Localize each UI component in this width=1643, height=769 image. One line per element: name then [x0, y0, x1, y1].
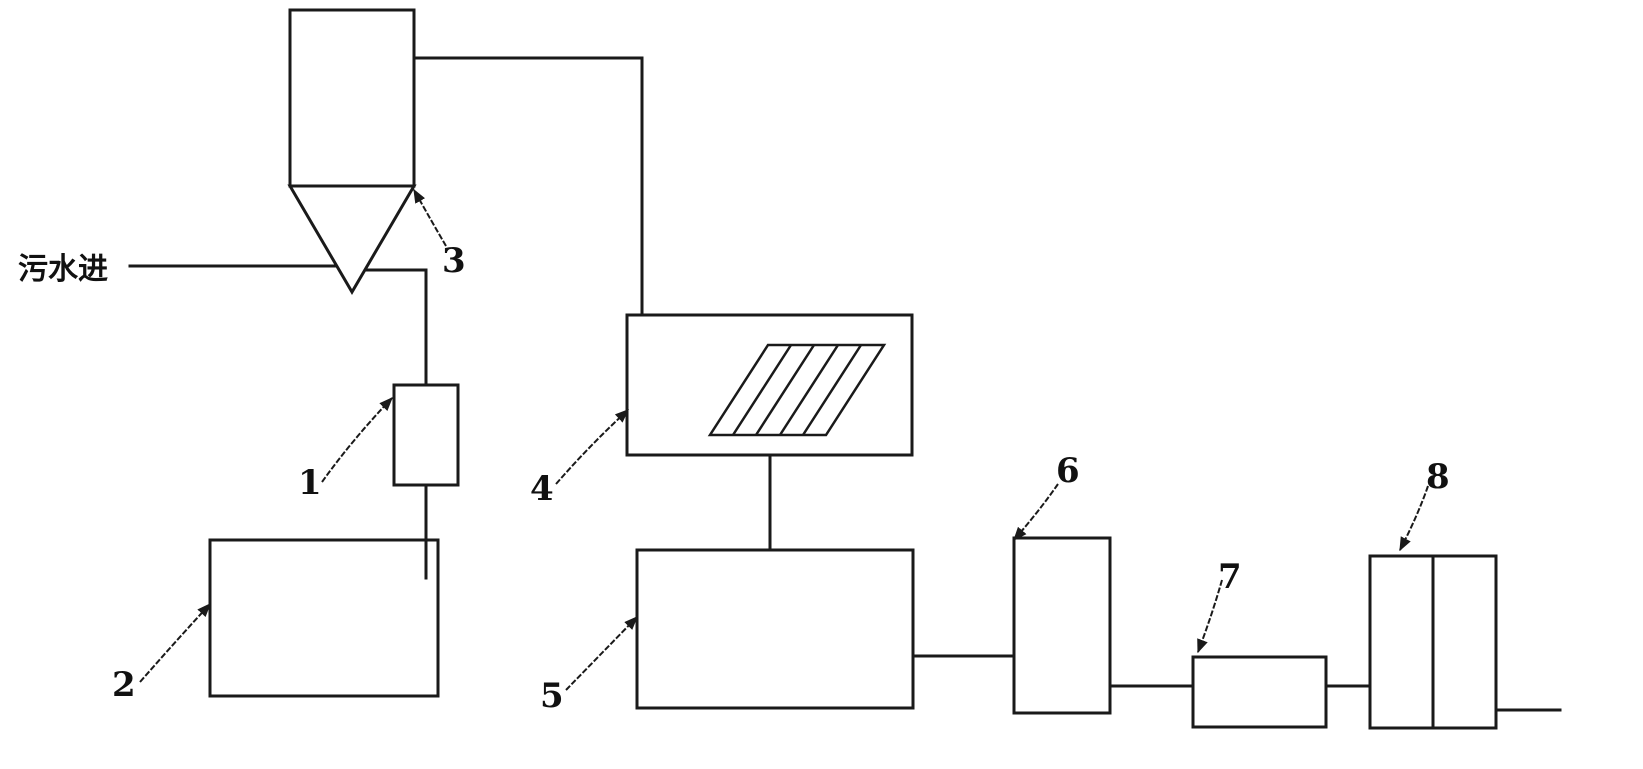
label-6: 6	[1056, 451, 1080, 491]
label-8: 8	[1426, 457, 1450, 497]
component-6-unit	[1012, 536, 1112, 715]
label-2: 2	[112, 665, 136, 705]
leader-5	[565, 615, 638, 691]
label-4: 4	[530, 469, 554, 509]
label-3: 3	[442, 241, 466, 281]
label-7: 7	[1218, 557, 1242, 597]
component-3-tower	[287, 8, 417, 295]
leader-6	[1013, 483, 1059, 542]
sewage-inlet-label: 污水进	[18, 252, 108, 287]
component-7-unit	[1191, 655, 1328, 729]
component-5-tank	[635, 548, 915, 710]
component-2-tank	[208, 538, 440, 698]
leader-7	[1197, 579, 1223, 654]
pipe-tower-to-filter	[364, 268, 428, 387]
pipe-tower-to-unit4	[412, 56, 644, 317]
component-1-filter	[392, 383, 460, 487]
component-4-unit	[625, 313, 914, 457]
component-8-unit	[1368, 554, 1498, 730]
leader-4	[555, 409, 630, 485]
leader-2	[139, 602, 211, 683]
label-5: 5	[540, 676, 564, 716]
label-1: 1	[298, 463, 322, 503]
leader-3	[413, 188, 447, 247]
component-4-hatch	[707, 343, 887, 437]
leader-8	[1399, 485, 1429, 552]
leader-1	[321, 396, 393, 483]
